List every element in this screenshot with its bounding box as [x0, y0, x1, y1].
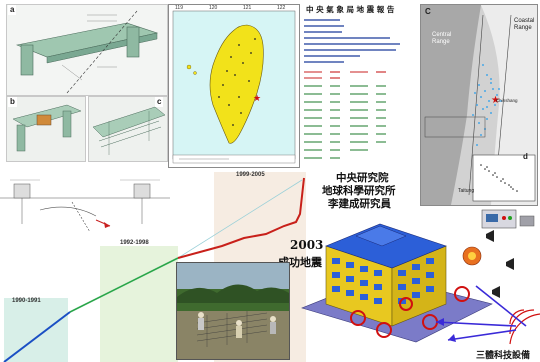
speaker-icon-2	[506, 258, 514, 270]
timeline-segment-blue	[3, 311, 71, 362]
institute-line-2: 地球科學研究所	[322, 185, 396, 197]
period-shading-1990-1991	[4, 298, 68, 362]
panel-label-c-map: C	[425, 7, 431, 16]
taiwan-earthquake-map: 119 120 121 122 ★	[168, 4, 300, 168]
timeline-segment-red	[177, 177, 305, 259]
speaker-icon-3	[492, 286, 500, 298]
seismicity-map: ★	[420, 4, 538, 206]
detail-b-sketch	[12, 104, 82, 152]
wireless-waves	[509, 309, 540, 345]
creepmeter-schematic	[15, 10, 159, 94]
timeline-segment-thin	[177, 179, 303, 259]
detail-c-sketch	[92, 106, 166, 155]
timeline-segment-green	[69, 257, 179, 313]
seismicity-points	[472, 64, 502, 146]
label-taitung: Taitung	[458, 188, 475, 194]
bottom-equipment-caption: 三體科技設備	[476, 351, 531, 361]
svg-text:121: 121	[243, 5, 252, 11]
building-roof	[325, 223, 447, 269]
taiwan-island	[209, 24, 264, 144]
label-coastal-range: Coastal Range	[514, 18, 535, 31]
year-2003-label: 2003	[290, 238, 324, 252]
label-chinshang: Chinshang	[496, 98, 518, 103]
earthquake-report-panel: 中 央 氣 象 局 地 震 報 告	[300, 4, 418, 164]
panel-label-b: b	[8, 97, 17, 107]
svg-text:119: 119	[175, 5, 183, 11]
speaker-icon-1	[486, 230, 494, 242]
label-central-range: Central Range	[432, 32, 452, 45]
building-monitoring-illustration	[301, 209, 540, 345]
institute-label: 中央研究院 地球科學研究所 李建成研究員	[322, 172, 432, 211]
institute-line-1: 中央研究院	[336, 172, 389, 184]
creepmeter-diagram-panel	[6, 4, 168, 96]
creepmeter-detail-c	[88, 96, 168, 162]
seismicity-map-svg: ★	[421, 5, 537, 205]
period-label-1999-2005: 1999-2005	[236, 172, 265, 178]
svg-text:★: ★	[253, 94, 261, 104]
period-label-1992-1998: 1992-1998	[120, 240, 149, 246]
signal-arrows	[435, 285, 527, 341]
panel-label-c: c	[155, 97, 164, 107]
taiwan-map-svg: 119 120 121 122 ★	[172, 5, 296, 164]
fault-cross-section	[0, 172, 170, 242]
period-label-1990-1991: 1990-1991	[12, 298, 41, 304]
svg-text:★: ★	[491, 95, 500, 106]
report-title: 中 央 氣 象 局 地 震 報 告	[306, 5, 395, 14]
svg-text:122: 122	[277, 5, 286, 11]
institute-line-3: 李建成研究員	[328, 198, 391, 210]
field-photo	[176, 262, 290, 360]
svg-text:120: 120	[209, 5, 218, 11]
report-text-block	[304, 19, 400, 159]
panel-label-a: a	[8, 5, 17, 15]
creepmeter-detail-b	[6, 96, 86, 162]
panel-label-d: d	[523, 152, 528, 161]
field-photo-scene	[177, 263, 289, 359]
cross-section-drawing	[0, 179, 170, 233]
